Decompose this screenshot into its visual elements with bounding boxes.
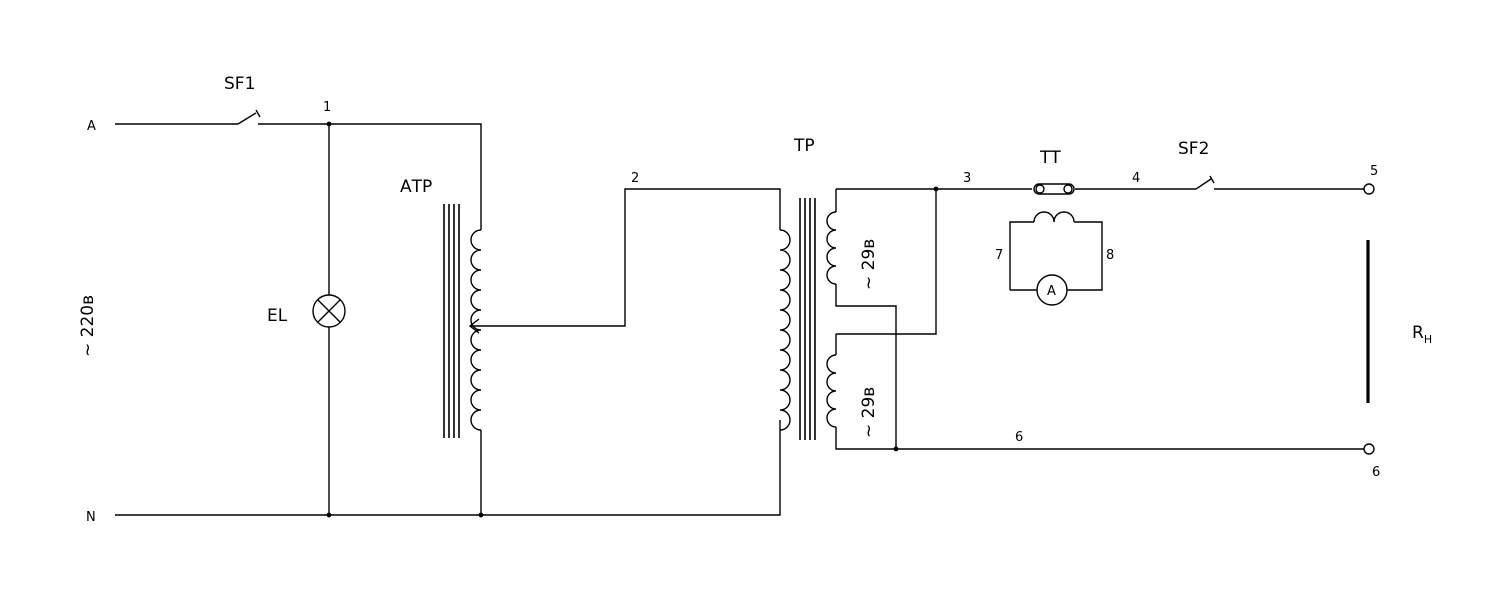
- label-node-6-terminal: 6: [1372, 465, 1380, 480]
- label-load-resistor: RН: [1412, 323, 1432, 346]
- junction-dot: [326, 121, 332, 127]
- transformer-secondary-upper: [826, 189, 897, 449]
- label-sf2: SF2: [1178, 139, 1209, 159]
- label-node-1: 1: [323, 100, 331, 115]
- transformer-primary: [779, 229, 791, 431]
- ammeter: [1036, 274, 1068, 306]
- phase-line-a: [115, 123, 482, 230]
- terminal-5: [1363, 183, 1375, 195]
- current-transformer-tt: [1009, 183, 1103, 291]
- neutral-line-n: [115, 420, 781, 516]
- label-transformer: ТР: [793, 136, 815, 156]
- label-ammeter: A: [1047, 284, 1056, 299]
- label-supply-voltage: ~ 220в: [78, 295, 98, 357]
- autotransformer-winding: [470, 229, 482, 515]
- label-node-5: 5: [1370, 164, 1378, 179]
- label-node-3: 3: [963, 171, 971, 186]
- breaker-sf1: [237, 109, 261, 125]
- transformer-core: [799, 198, 816, 440]
- label-winding-lower: ~ 29в: [859, 387, 879, 438]
- label-neutral-n: N: [86, 510, 96, 525]
- lamp-el: [312, 294, 346, 328]
- label-node-8: 8: [1106, 248, 1114, 263]
- label-sf1: SF1: [224, 74, 255, 94]
- label-node-6-wire: 6: [1015, 430, 1023, 445]
- label-autotransformer: АТР: [400, 177, 432, 197]
- terminal-6: [1363, 443, 1375, 455]
- label-lamp-el: EL: [267, 306, 288, 326]
- breaker-sf2: [1195, 175, 1215, 190]
- autotransformer-core: [443, 204, 460, 438]
- label-winding-upper: ~ 29в: [859, 239, 879, 290]
- label-current-transformer: ТТ: [1039, 148, 1061, 168]
- junction-dot: [326, 512, 332, 518]
- autotransformer-wiper: [468, 188, 781, 334]
- label-phase-a: A: [87, 119, 96, 134]
- label-node-4: 4: [1132, 171, 1140, 186]
- transformer-secondary-lower: [826, 189, 1368, 450]
- label-node-7: 7: [995, 248, 1003, 263]
- label-node-2: 2: [631, 171, 639, 186]
